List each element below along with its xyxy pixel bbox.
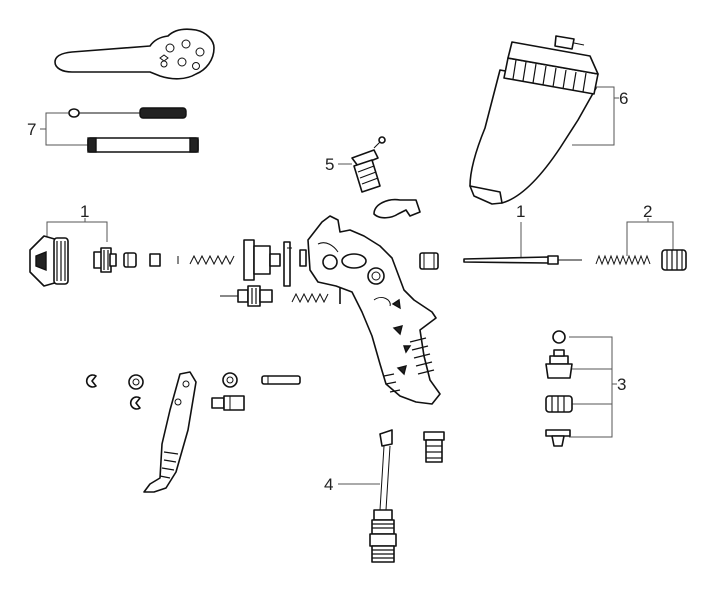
callout-numbers: 7 6 5 1 1 2 3 4: [27, 89, 652, 494]
callout-7: 7: [27, 120, 36, 139]
cup-connector-hook: [373, 198, 421, 219]
air-adjust-screw: [545, 429, 571, 447]
air-adjust-valve: [545, 349, 573, 379]
spring-left: [189, 254, 235, 266]
wrench-tool: [54, 28, 215, 80]
air-inlet-fitting: [423, 431, 445, 463]
valve-housing: [243, 239, 281, 281]
callout-4: 4: [324, 475, 333, 494]
needle-spring: [595, 254, 651, 266]
cup-filter: [351, 136, 386, 193]
trigger: [143, 371, 197, 493]
paint-cup: [469, 35, 599, 205]
packing-nut: [419, 252, 439, 270]
washer-2: [222, 372, 238, 388]
callout-3: 3: [617, 375, 626, 394]
air-valve-stem: [220, 285, 273, 307]
trigger-pin: [261, 375, 301, 385]
spray-gun-body: [307, 215, 441, 405]
callout-6: 6: [619, 89, 628, 108]
fluid-needle: [463, 255, 582, 265]
air-adjust-knob: [545, 395, 573, 413]
callout-5: 5: [325, 155, 334, 174]
retaining-clip-2: [129, 396, 141, 410]
fluid-nozzle: [93, 247, 117, 273]
nozzle-parts-small: [123, 252, 179, 268]
callout-leaders: [40, 86, 674, 485]
trigger-bushing: [211, 395, 245, 411]
cleaning-tube: [87, 137, 199, 153]
air-cap: [29, 235, 69, 287]
air-adjust-oring: [552, 330, 566, 344]
small-seal: [299, 249, 307, 267]
adjustment-knob: [661, 249, 687, 271]
washer-1: [128, 374, 144, 390]
callout-2: 2: [643, 202, 652, 221]
air-inlet-tube: [369, 429, 397, 563]
cleaning-brush: [68, 107, 187, 119]
callout-1-right: 1: [516, 202, 525, 221]
callout-1-left: 1: [80, 202, 89, 221]
spring-middle: [291, 292, 329, 304]
small-pin: [283, 241, 292, 287]
retaining-clip-1: [85, 374, 97, 388]
